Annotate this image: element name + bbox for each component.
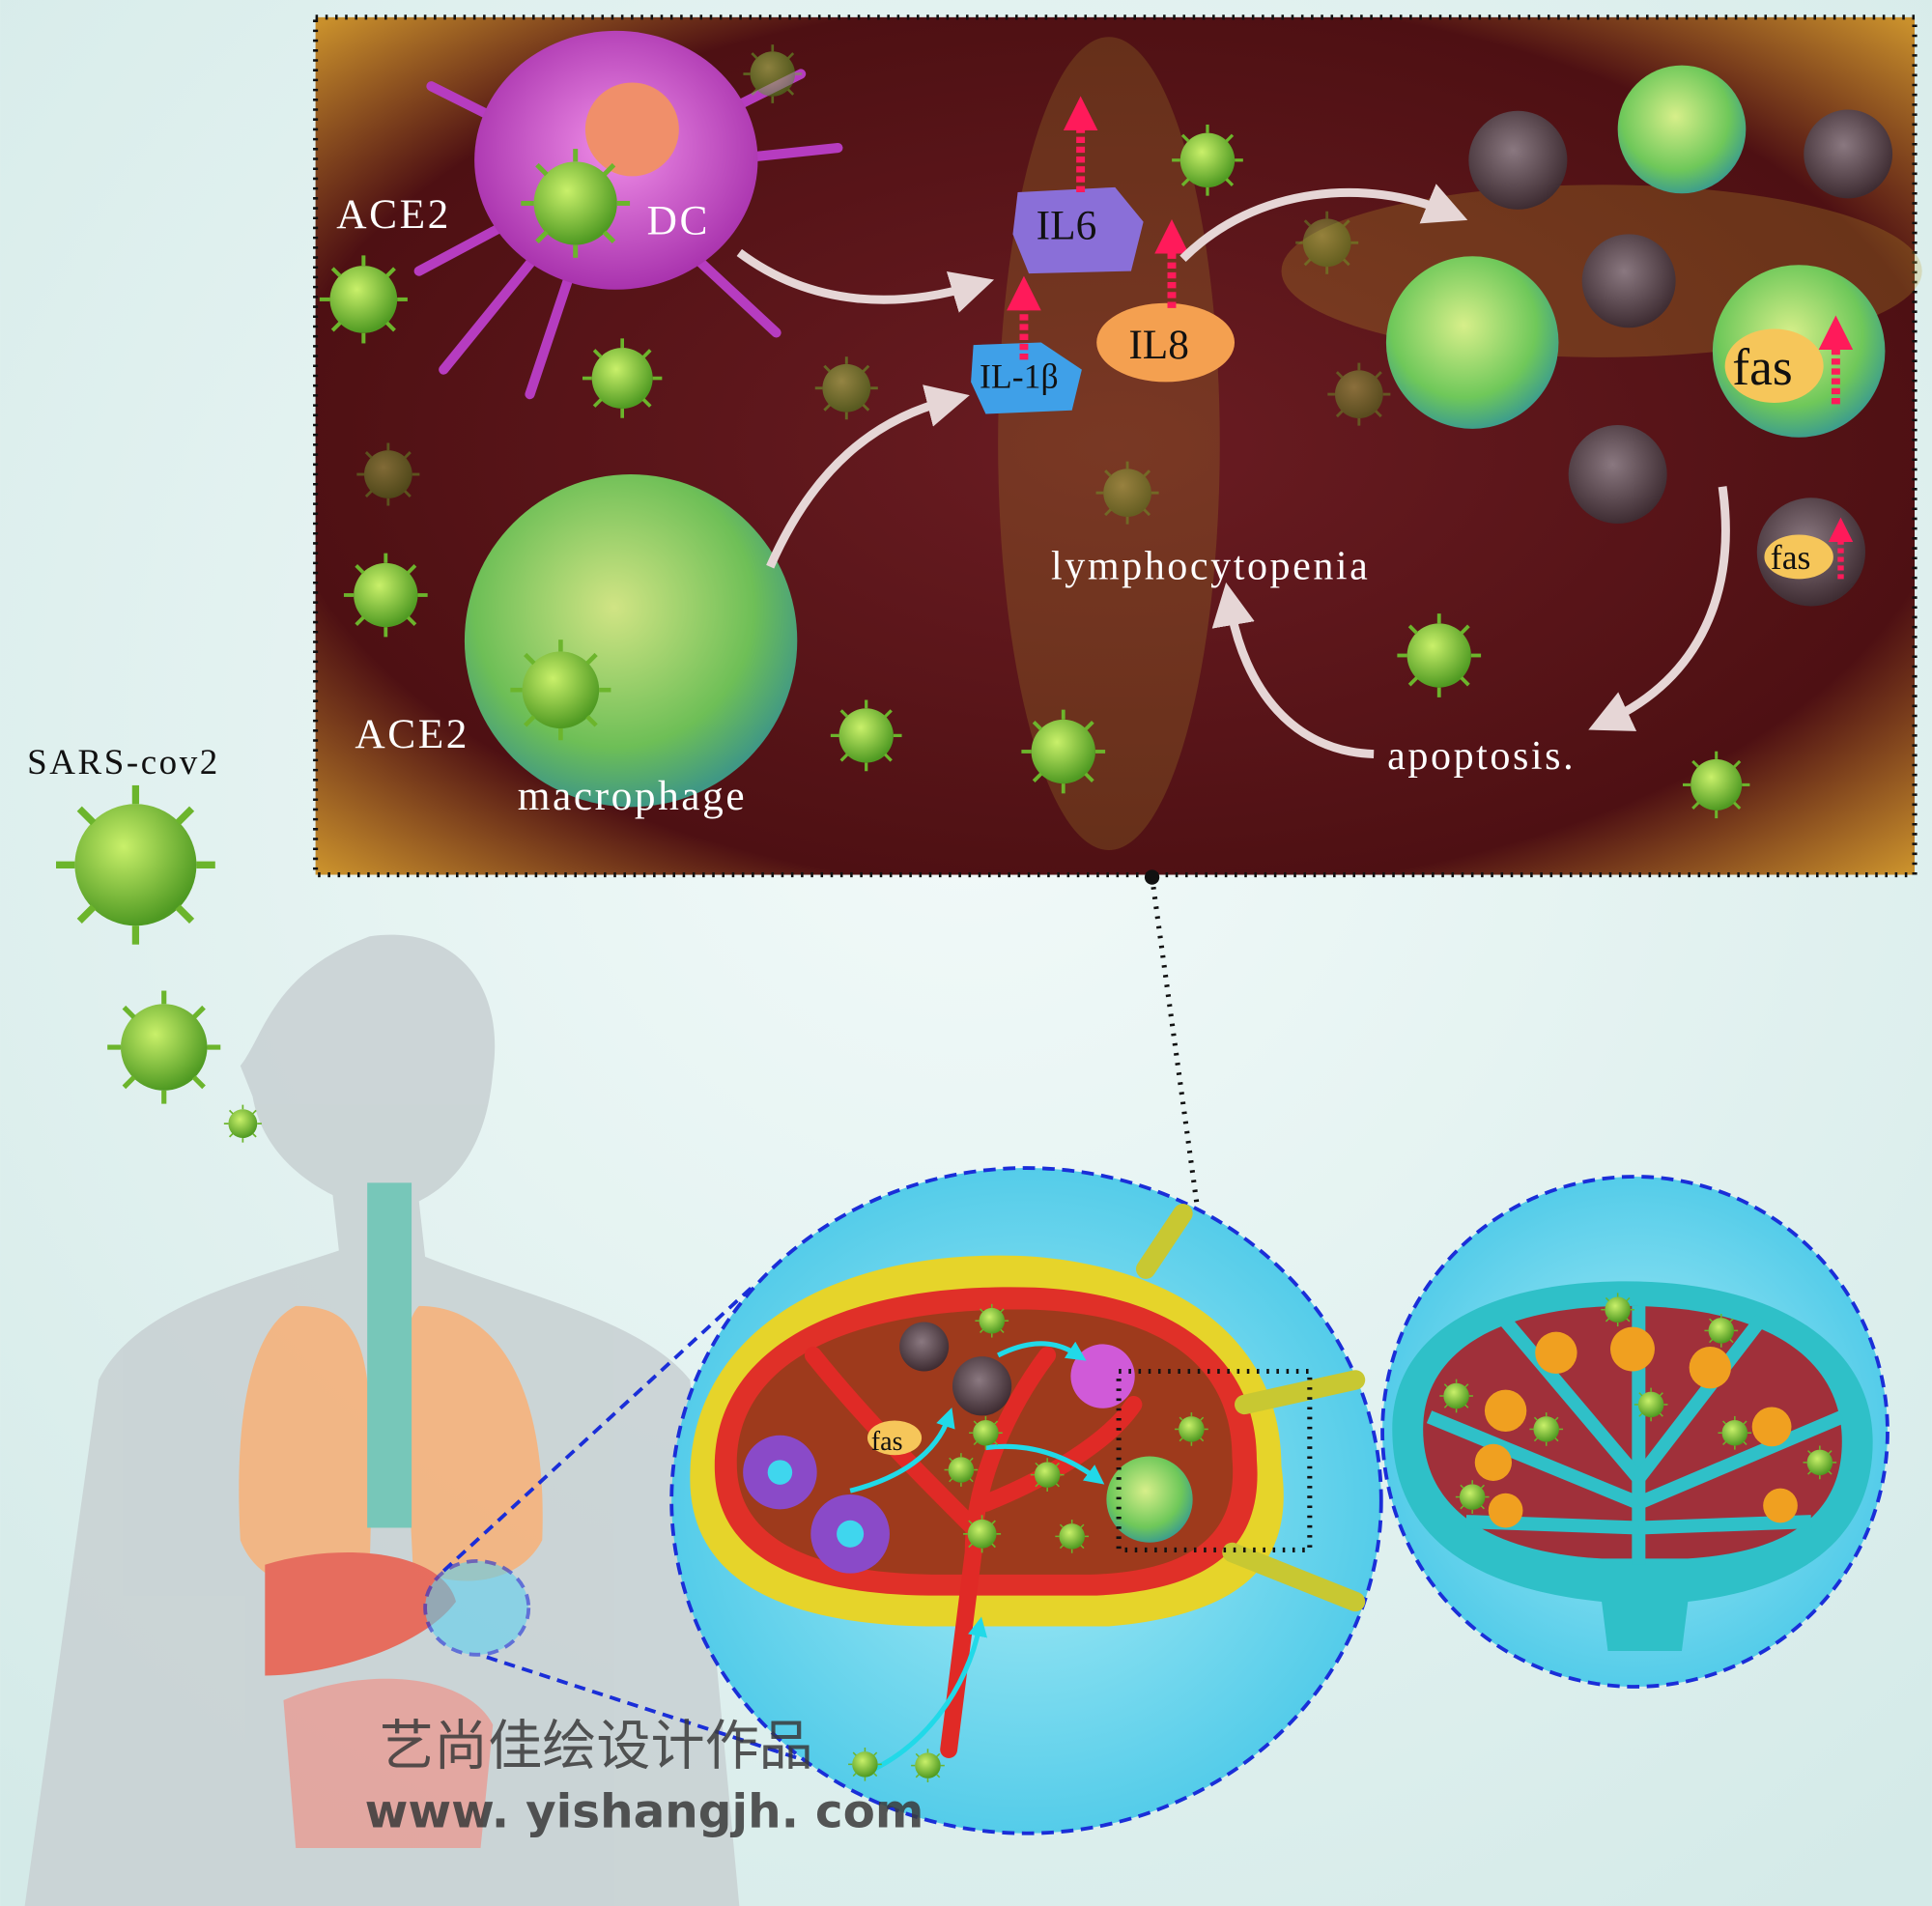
lymphocytopenia-label: lymphocytopenia [1051,544,1370,588]
virus-icon [510,640,611,740]
macrophage-label: macrophage [518,773,747,819]
intestine [283,1678,494,1849]
virus-icon [742,43,804,105]
virus-icon [1170,123,1245,198]
virus-icon [581,336,665,420]
apoptotic-cell [1581,234,1676,328]
apoptotic-cell [1804,109,1893,199]
il1b-label: IL-1β [980,357,1059,396]
fas-label: fas [871,1427,903,1457]
apoptotic-cell [1568,425,1667,525]
il8-cytokine [1096,302,1236,383]
fas-badge [1764,534,1833,580]
virus-icon [1094,460,1161,526]
virus-icon [1019,707,1108,796]
watermark-chinese: 艺尚佳绘设计作品 [380,1715,813,1778]
il1b-cytokine [971,342,1082,414]
il6-label: IL6 [1037,202,1097,248]
apoptosis-label: apoptosis. [1387,734,1576,779]
il8-label: IL8 [1128,322,1189,368]
right-lung [404,1305,543,1581]
virus-icon [107,991,220,1104]
virus-icon [355,441,421,507]
dc-label: DC [647,197,710,243]
sars-cov2-label: SARS-cov2 [27,742,220,782]
virus-icon [1293,210,1360,276]
virus-icon [320,255,408,343]
virus-icon [829,697,904,773]
virus-icon [56,785,215,945]
fas-label: fas [1732,338,1792,396]
flow-arrows [736,184,1730,758]
macrophage-cell [464,474,798,808]
virus-icon [1681,750,1751,820]
fas-badge [1724,328,1824,404]
virus-icon [222,1103,263,1144]
virus-icon [1325,361,1392,428]
virus-icon [521,149,630,258]
lymphocyte [1617,65,1747,194]
lymphocyte [1385,256,1559,429]
trachea [367,1182,412,1528]
lymph-node-cross-section [1380,1175,1889,1689]
liver [265,1551,456,1676]
virus-icon [813,355,880,421]
il6-cytokine [1012,186,1144,274]
fas-label: fas [1771,538,1811,577]
ace2-label: ACE2 [336,191,451,238]
immune-response-panel: ACE2 DC ACE2 macrophage lymphocytopenia … [313,14,1922,878]
lymph-node-magnified: fas [669,1166,1383,1835]
virus-icon [342,551,430,640]
human-body-illustration [24,934,740,1906]
zoom-line [441,1286,753,1573]
virus-icon [1395,612,1484,699]
lymph-node-location-marker [423,1558,531,1657]
apoptotic-cell [1468,110,1568,210]
left-lung [239,1305,372,1586]
watermark-url: www. yishangjh. com [365,1784,924,1838]
ace2-label: ACE2 [355,711,469,757]
